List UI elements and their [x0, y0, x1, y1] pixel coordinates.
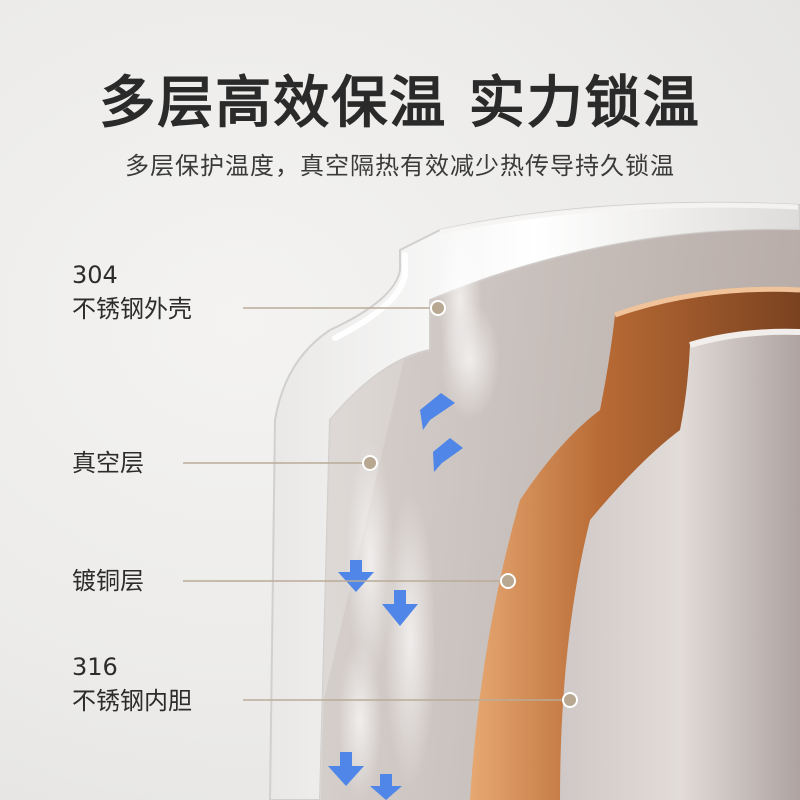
inner-liner — [560, 331, 800, 800]
label-copper: 镀铜层 — [72, 567, 144, 595]
label-vacuum: 真空层 — [72, 449, 144, 477]
leader-dots — [362, 300, 578, 708]
leader-lines — [183, 307, 570, 701]
label-outer-shell-grade: 304 — [72, 261, 118, 289]
copper-edge — [614, 286, 800, 318]
label-outer-shell-name: 不锈钢外壳 — [72, 295, 192, 323]
dot-vacuum — [362, 455, 378, 471]
dot-outer-shell — [430, 300, 446, 316]
page-title: 多层高效保温 实力锁温 — [99, 71, 701, 136]
arrow-icon — [370, 774, 402, 800]
arrow-icon — [433, 438, 463, 472]
page-subtitle: 多层保护温度，真空隔热有效减少热传导持久锁温 — [125, 152, 675, 180]
label-inner-liner-name: 不锈钢内胆 — [72, 687, 192, 715]
dot-inner-liner — [562, 692, 578, 708]
inner-liner-edge — [689, 328, 800, 348]
steam-wisps — [338, 220, 500, 800]
arrow-icon — [338, 560, 374, 592]
dot-copper — [500, 573, 516, 589]
arrow-icon — [382, 590, 418, 626]
arrow-icon — [328, 752, 364, 786]
label-inner-liner-grade: 316 — [72, 653, 118, 681]
arrow-icon — [420, 393, 455, 430]
label-outer-shell: 304 不锈钢外壳 — [72, 258, 192, 326]
heat-flow-arrows — [328, 393, 463, 800]
label-inner-liner: 316 不锈钢内胆 — [72, 650, 192, 718]
